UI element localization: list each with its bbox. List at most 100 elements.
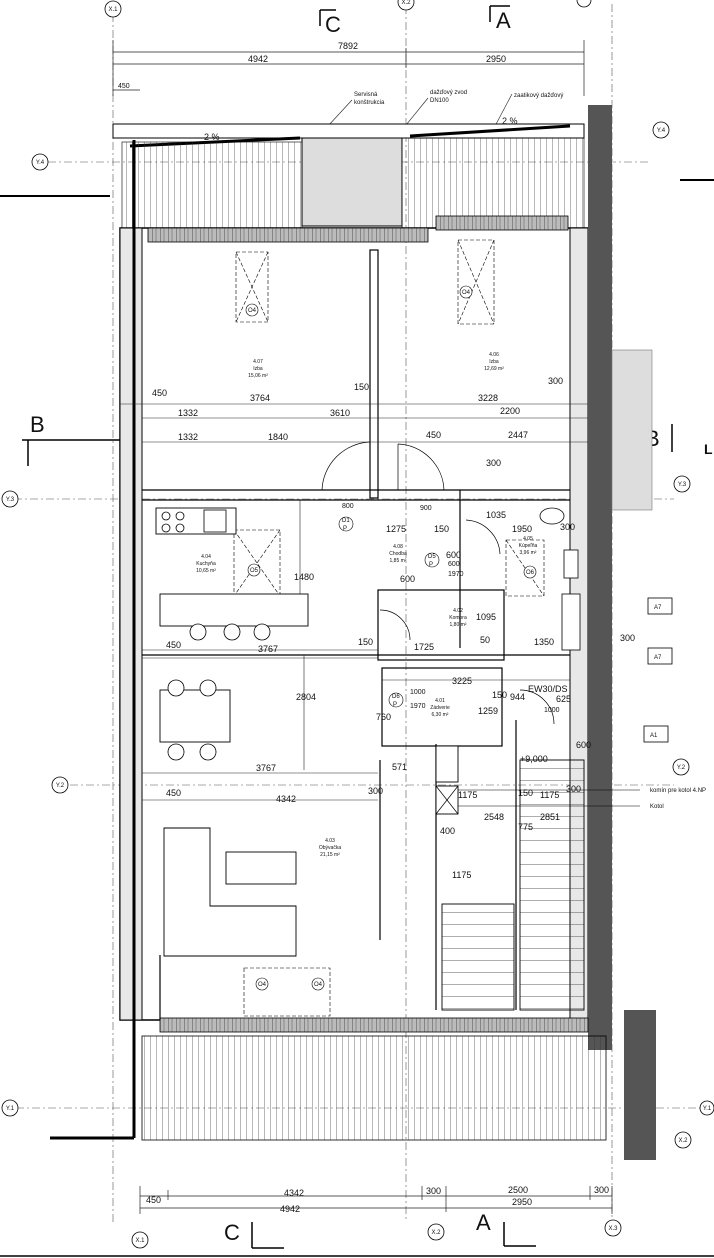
note-downpipe-2: DN100 [430,98,449,104]
svg-text:A7: A7 [654,655,662,661]
svg-text:4342: 4342 [276,794,296,804]
dim-bottom-margin: 450 [146,1195,161,1205]
svg-text:Y.2: Y.2 [677,765,686,771]
svg-text:A7: A7 [654,605,662,611]
dining-chairs [167,679,217,761]
toilet-icon [539,507,565,525]
sink-icon [203,509,227,533]
svg-text:6,30 m²: 6,30 m² [432,712,449,718]
svg-text:450: 450 [166,640,181,650]
svg-text:+9,000: +9,000 [520,754,548,764]
svg-text:Y.3: Y.3 [6,497,15,503]
svg-text:4.08: 4.08 [393,544,403,550]
grid-labels: X.1 X.2 Y.4 Y.4 Y.3 Y.3 Y.2 Y.2 Y.1 Y.1 … [6,0,712,1244]
svg-text:Zádverie: Zádverie [430,705,450,711]
svg-text:P: P [343,526,347,532]
terrace-deck-south [141,1035,607,1141]
section-mark-c-top: C [319,9,341,37]
svg-text:X.1: X.1 [135,1238,145,1244]
svg-text:300: 300 [548,376,563,386]
svg-text:4.05: 4.05 [523,536,533,542]
dim-bottom-300a: 300 [426,1186,441,1196]
stairs-lower [441,903,515,1011]
note-downpipe: dažďový zvod [430,90,467,96]
svg-text:Chodba: Chodba [389,551,407,557]
svg-text:3228: 3228 [478,393,498,403]
svg-text:300: 300 [560,522,575,532]
coffee-table [225,851,297,885]
svg-text:775: 775 [518,822,533,832]
svg-text:O4: O4 [462,290,471,296]
svg-text:1275: 1275 [386,524,406,534]
dim-bottom-300b: 300 [594,1185,609,1195]
svg-text:1035: 1035 [486,510,506,520]
slope-right: 2 % [502,116,518,126]
svg-text:2804: 2804 [296,692,316,702]
dining-table [159,689,231,743]
svg-text:4.03: 4.03 [325,838,335,844]
svg-text:1950: 1950 [512,524,532,534]
section-mark-b-left: B [22,412,120,466]
svg-text:2851: 2851 [540,812,560,822]
svg-text:1259: 1259 [478,706,498,716]
svg-text:625: 625 [556,694,571,704]
svg-text:Y.4: Y.4 [657,128,666,134]
svg-text:Y.3: Y.3 [678,482,687,488]
slope-left: 2 % [204,132,220,142]
svg-text:Izba: Izba [489,359,499,365]
svg-text:A1: A1 [650,733,658,739]
svg-text:4.01: 4.01 [435,698,445,704]
svg-text:450: 450 [152,388,167,398]
svg-text:2447: 2447 [508,430,528,440]
svg-text:Obývačka: Obývačka [319,845,341,851]
bar-stools [189,623,271,641]
svg-text:300: 300 [620,633,635,643]
svg-text:3767: 3767 [256,763,276,773]
svg-text:150: 150 [492,690,507,700]
roof-windows [233,239,545,1017]
note-service-structure-2: konštrukcia [354,100,385,106]
note-chimney: komín pre kotol 4.NP [650,788,706,794]
bottom-dimension-chain [139,1186,613,1214]
dim-lines [120,403,588,801]
window-strip-south [159,1017,589,1033]
svg-text:300: 300 [486,458,501,468]
svg-text:Kúpeľňa: Kúpeľňa [519,543,538,549]
svg-text:150: 150 [358,637,373,647]
svg-text:450: 450 [166,788,181,798]
washbasin-icon [563,549,579,579]
svg-text:1332: 1332 [178,432,198,442]
svg-text:12,69 m²: 12,69 m² [484,366,504,372]
svg-text:900: 900 [420,505,432,512]
svg-text:150: 150 [434,524,449,534]
svg-text:O4: O4 [314,982,323,988]
svg-text:3767: 3767 [258,644,278,654]
svg-text:O6: O6 [526,570,535,576]
svg-text:Y.2: Y.2 [56,783,65,789]
svg-text:Izba: Izba [253,366,263,372]
svg-text:X.2: X.2 [401,0,411,6]
svg-text:600: 600 [400,574,415,584]
note-gutter: zaatikový dažďový [514,93,563,99]
svg-text:1,85 m²: 1,85 m² [390,558,407,564]
section-mark-a-bottom: A [476,1210,536,1247]
dim-top-right: 2950 [486,54,506,64]
svg-text:3610: 3610 [330,408,350,418]
dim-bottom-2950: 2950 [512,1197,532,1207]
kitchen-counter [155,507,237,535]
svg-text:D1: D1 [342,518,350,524]
svg-text:1725: 1725 [414,642,434,652]
svg-text:4.02: 4.02 [453,608,463,614]
svg-text:1000: 1000 [410,689,426,696]
svg-text:600: 600 [576,740,591,750]
svg-text:3,96 m²: 3,96 m² [520,550,537,556]
kitchen-island [159,593,309,627]
service-shaft [301,137,403,227]
svg-text:15,06 m²: 15,06 m² [248,373,268,379]
neighbor-block [611,349,653,511]
svg-text:2200: 2200 [500,406,520,416]
west-wall [119,227,143,1021]
section-mark-c-bottom: C [224,1220,284,1249]
